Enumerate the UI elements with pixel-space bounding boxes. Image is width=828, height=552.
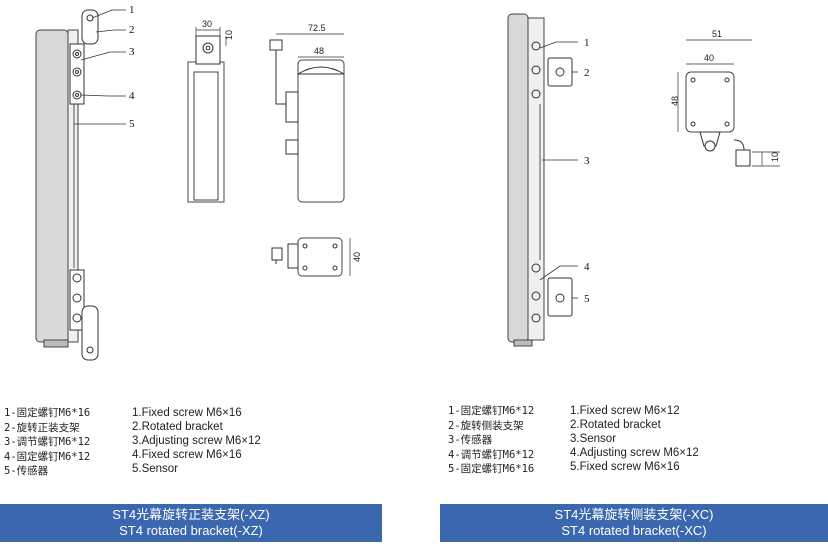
right-callout-4: 4	[584, 261, 590, 273]
dim-side-width: 72.5	[308, 23, 326, 33]
dim-right-inner-width: 40	[704, 53, 714, 63]
left-legend-cn: 1-固定螺钉M6*16 2-旋转正装支架 3-调节螺钉M6*12 4-固定螺钉M…	[4, 406, 90, 479]
legend-item: 2.Rotated bracket	[570, 419, 661, 431]
left-callout-2: 2	[129, 24, 135, 36]
legend-item: 1.Fixed screw M6×16	[132, 407, 242, 419]
legend-item: 1-固定螺钉M6*16	[4, 407, 91, 419]
legend-item: 4.Adjusting screw M6×12	[570, 447, 699, 459]
dim-side-body: 48	[314, 46, 324, 56]
legend-item: 5.Fixed screw M6×16	[570, 461, 680, 473]
dim-right-offset: 10	[770, 152, 780, 162]
left-banner-cn: ST4光幕旋转正装支架(-XZ)	[112, 507, 270, 522]
legend-item: 5-固定螺钉M6*16	[448, 463, 535, 475]
left-callout-5: 5	[129, 118, 135, 130]
right-banner: ST4光幕旋转侧装支架(-XC) ST4 rotated bracket(-XC…	[440, 504, 828, 542]
right-callout-1: 1	[584, 37, 590, 49]
right-legend-cn: 1-固定螺钉M6*12 2-旋转侧装支架 3-传感器 4-调节螺钉M6*12 5…	[448, 404, 534, 477]
right-front-view	[507, 13, 578, 347]
dim-right-height: 48	[670, 96, 680, 106]
legend-item: 2-旋转正装支架	[4, 421, 80, 434]
left-banner: ST4光幕旋转正装支架(-XZ) ST4 rotated bracket(-XZ…	[0, 504, 382, 542]
left-banner-en: ST4 rotated bracket(-XZ)	[119, 523, 263, 538]
legend-item: 4-调节螺钉M6*12	[448, 448, 535, 461]
legend-item: 5.Sensor	[132, 463, 179, 475]
legend-item: 5-传感器	[4, 465, 49, 477]
legend-item: 3-传感器	[448, 434, 493, 446]
left-legend-en: 1.Fixed screw M6×16 2.Rotated bracket 3.…	[132, 406, 261, 476]
right-legend-en: 1.Fixed screw M6×12 2.Rotated bracket 3.…	[570, 404, 699, 474]
right-top-view	[677, 39, 780, 167]
right-banner-cn: ST4光幕旋转侧装支架(-XC)	[554, 507, 714, 522]
left-callout-1: 1	[129, 4, 135, 16]
left-callout-4: 4	[129, 90, 135, 102]
left-front-view	[35, 9, 126, 361]
dim-bottom-height: 40	[352, 252, 362, 262]
left-callout-3: 3	[129, 46, 135, 58]
left-side-view	[269, 33, 345, 203]
legend-item: 2-旋转侧装支架	[448, 419, 524, 432]
legend-item: 1-固定螺钉M6*12	[448, 405, 535, 417]
right-callout-3: 3	[584, 155, 590, 167]
left-bottom-view	[271, 237, 351, 277]
right-callout-5: 5	[584, 293, 590, 305]
legend-item: 1.Fixed screw M6×12	[570, 405, 680, 417]
legend-item: 3-调节螺钉M6*12	[4, 436, 91, 448]
dim-top-height: 10	[224, 30, 234, 40]
dim-right-outer-width: 51	[712, 29, 722, 39]
legend-item: 3.Adjusting screw M6×12	[132, 435, 261, 447]
left-top-view	[187, 27, 227, 203]
legend-item: 4.Fixed screw M6×16	[132, 449, 242, 461]
legend-item: 4-固定螺钉M6*12	[4, 450, 91, 463]
dim-top-width: 30	[202, 19, 212, 29]
right-callout-2: 2	[584, 67, 590, 79]
legend-item: 3.Sensor	[570, 433, 617, 445]
legend-item: 2.Rotated bracket	[132, 421, 223, 433]
right-banner-en: ST4 rotated bracket(-XC)	[561, 523, 707, 538]
